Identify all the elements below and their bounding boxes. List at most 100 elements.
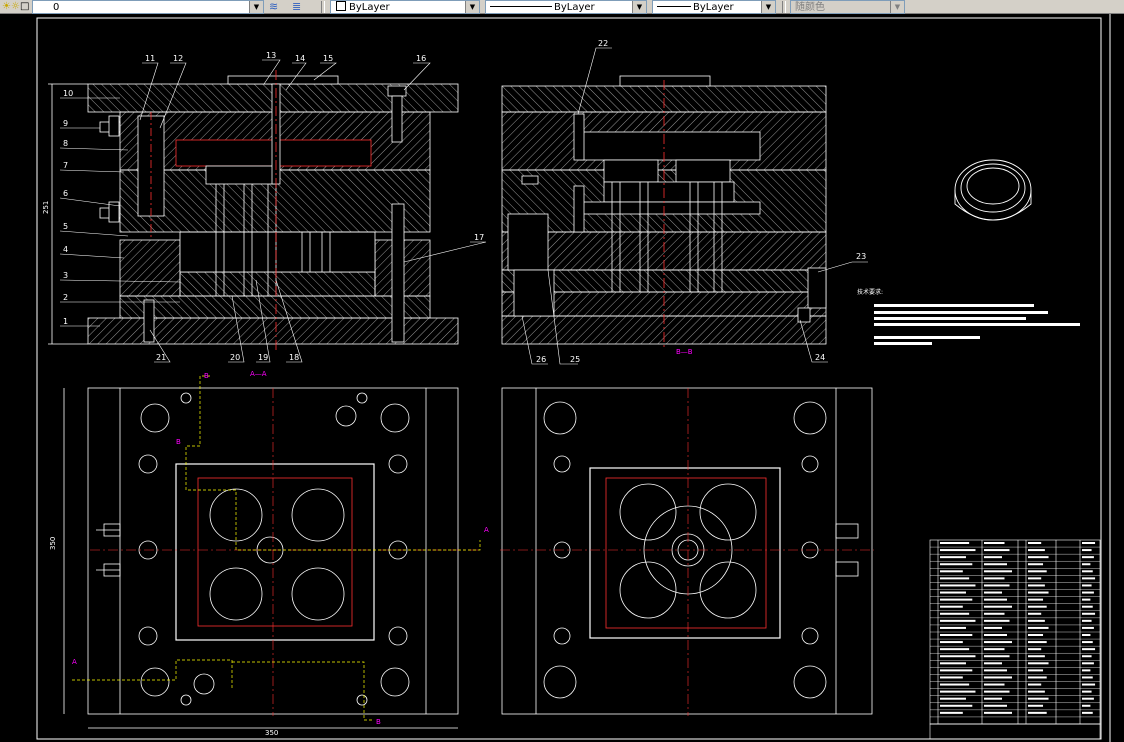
table-cell-text xyxy=(940,612,970,615)
tech-requirements-title: 技术要求: xyxy=(857,288,883,296)
table-cell-text xyxy=(984,549,1010,552)
layer-dropdown[interactable]: 0 ▼ xyxy=(32,0,264,14)
table-cell-text xyxy=(1028,634,1044,636)
callout-24: 24 xyxy=(815,353,825,362)
table-cell-text xyxy=(1082,619,1092,622)
drawing-frame xyxy=(36,14,1111,742)
table-cell-text xyxy=(984,676,1012,679)
layer-previous-button[interactable]: ≋ xyxy=(269,0,289,14)
table-cell-text xyxy=(940,570,963,573)
table-cell-text xyxy=(1082,697,1094,700)
layer-sun-icon: ☼ xyxy=(10,1,20,12)
table-cell-text xyxy=(1082,577,1096,580)
section-path-aa xyxy=(72,375,481,721)
callout-5: 5 xyxy=(63,222,68,231)
table-cell-text xyxy=(1028,711,1047,714)
table-cell-text xyxy=(984,591,1002,594)
table-cell-text xyxy=(940,577,970,580)
table-cell-text xyxy=(984,711,1012,714)
lineweight-sample xyxy=(657,5,691,7)
color-dropdown[interactable]: ByLayer ▼ xyxy=(330,0,480,14)
callout-11: 11 xyxy=(145,54,155,63)
table-cell-text xyxy=(940,711,963,714)
callout-leaders-aa xyxy=(59,59,487,363)
plotstyle-dropdown[interactable]: 随颜色 ▼ xyxy=(790,0,905,14)
table-cell-text xyxy=(984,683,1005,686)
table-cell-text xyxy=(984,542,1005,544)
table-cell-text xyxy=(1028,655,1045,658)
table-cell-text xyxy=(1082,605,1093,608)
table-cell-text xyxy=(940,690,976,693)
table-cell-text xyxy=(984,563,1007,566)
callout-3: 3 xyxy=(63,271,68,280)
layer-stack-icon: ≋ xyxy=(269,0,279,13)
linetype-sample xyxy=(490,5,552,7)
table-cell-text xyxy=(1028,570,1047,573)
section-mark-a-left: A xyxy=(72,658,77,666)
color-value: ByLayer xyxy=(349,2,390,13)
table-cell-text xyxy=(984,577,1005,580)
table-cell-text xyxy=(1028,669,1044,672)
table-cell-text xyxy=(984,612,1005,615)
layer-value: 0 xyxy=(53,2,60,13)
table-cell-text xyxy=(1028,676,1047,679)
callout-leaders-bb xyxy=(521,47,868,365)
table-cell-text xyxy=(1028,626,1049,629)
table-cell-text xyxy=(1082,584,1092,587)
table-cell-text xyxy=(1028,641,1047,644)
table-cell-text xyxy=(940,598,973,601)
linetype-dropdown[interactable]: ByLayer ▼ xyxy=(485,0,647,14)
callout-4: 4 xyxy=(63,245,68,254)
table-cell-text xyxy=(940,662,966,665)
table-cell-text xyxy=(1082,641,1093,644)
chevron-down-icon[interactable]: ▼ xyxy=(465,1,479,13)
section-a-a xyxy=(48,70,459,350)
callout-numbers-bb: 22 23 24 25 26 xyxy=(536,39,866,364)
callout-1: 1 xyxy=(63,317,68,326)
table-cell-text xyxy=(940,704,973,707)
drawing-canvas[interactable]: 251 10 9 8 7 6 5 4 3 2 1 11 12 13 14 15 … xyxy=(0,14,1124,742)
table-cell-text xyxy=(1082,563,1091,566)
table-cell-text xyxy=(984,641,1012,644)
callout-14: 14 xyxy=(295,54,305,63)
callout-26: 26 xyxy=(536,355,546,364)
table-cell-text xyxy=(940,648,970,651)
table-cell-text xyxy=(1028,612,1042,615)
table-cell-text xyxy=(1028,605,1047,608)
lineweight-dropdown[interactable]: ByLayer ▼ xyxy=(652,0,776,14)
plan-centerlines-right xyxy=(500,388,874,716)
view-label-aa: A—A xyxy=(250,370,267,378)
chevron-down-icon[interactable]: ▼ xyxy=(249,1,263,13)
table-cell-text xyxy=(1028,648,1042,651)
callout-23: 23 xyxy=(856,252,866,261)
callout-13: 13 xyxy=(266,51,276,60)
table-cell-text xyxy=(1082,662,1094,665)
table-cell-text xyxy=(940,634,973,636)
table-cell-text xyxy=(984,662,1002,665)
table-cell-text xyxy=(984,605,1012,608)
table-cell-text xyxy=(1082,711,1093,714)
chevron-down-icon[interactable]: ▼ xyxy=(632,1,646,13)
chevron-down-icon[interactable]: ▼ xyxy=(761,1,775,13)
callout-22: 22 xyxy=(598,39,608,48)
chevron-down-icon[interactable]: ▼ xyxy=(890,1,904,13)
callout-10: 10 xyxy=(63,89,73,98)
table-cell-text xyxy=(940,591,966,594)
table-cell-text xyxy=(984,598,1007,601)
properties-toolbar: ☀☼□ 0 ▼ ≋ ≣ ByLayer ▼ ByLayer ▼ ByLayer … xyxy=(0,0,1124,14)
callout-9: 9 xyxy=(63,119,68,128)
table-cell-text xyxy=(1082,598,1091,601)
callout-7: 7 xyxy=(63,161,68,170)
section-mark-b-bottom: B xyxy=(376,718,381,726)
table-cell-text xyxy=(940,556,966,559)
table-cell-text xyxy=(1082,556,1094,559)
dim-height-label: 251 xyxy=(42,201,50,214)
table-cell-text xyxy=(1028,662,1049,665)
table-cell-text xyxy=(940,626,966,629)
layer-manager-button[interactable]: ≣ xyxy=(292,0,312,14)
callout-2: 2 xyxy=(63,293,68,302)
layer-state-icons[interactable]: ☀☼□ xyxy=(2,0,32,14)
table-cell-text xyxy=(984,648,1005,651)
table-cell-text xyxy=(1028,577,1042,580)
table-cell-text xyxy=(984,556,1002,559)
